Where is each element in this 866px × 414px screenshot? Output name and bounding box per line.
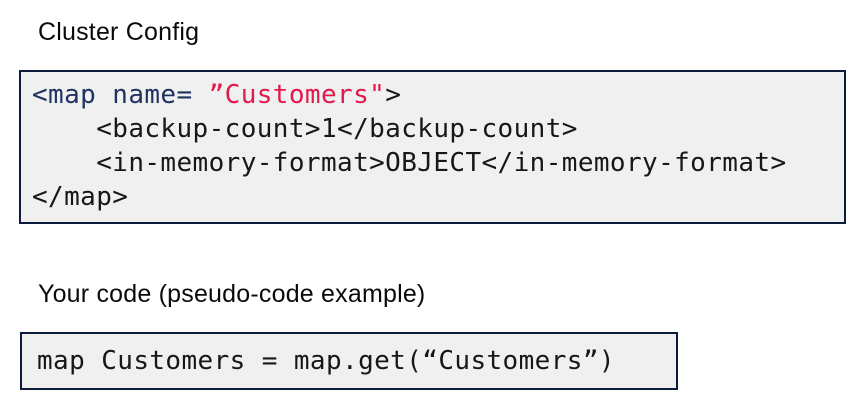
code-segment-black: <in-memory-format>OBJECT</in-memory-form… [32, 148, 787, 178]
code-segment-black: > [385, 80, 402, 110]
code-segment-black: </map> [32, 182, 129, 212]
your-code-heading: Your code (pseudo-code example) [38, 280, 426, 308]
your-code-code-block: map Customers = map.get(“Customers”) [20, 332, 678, 390]
code-line: <backup-count>1</backup-count> [32, 112, 844, 146]
code-line: <in-memory-format>OBJECT</in-memory-form… [32, 146, 844, 180]
cluster-config-code-block: <map name= ”Customers"> <backup-count>1<… [19, 70, 846, 224]
code-segment-red: ”Customers" [208, 80, 386, 110]
code-segment-black: <backup-count>1</backup-count> [32, 114, 578, 144]
code-line: </map> [32, 180, 844, 214]
cluster-config-heading: Cluster Config [38, 18, 200, 46]
code-segment-black: map Customers = map.get(“Customers”) [37, 346, 615, 376]
code-line: <map name= ”Customers"> [32, 78, 844, 112]
code-segment-navy: <map name= [32, 80, 209, 110]
code-line: map Customers = map.get(“Customers”) [37, 346, 676, 376]
